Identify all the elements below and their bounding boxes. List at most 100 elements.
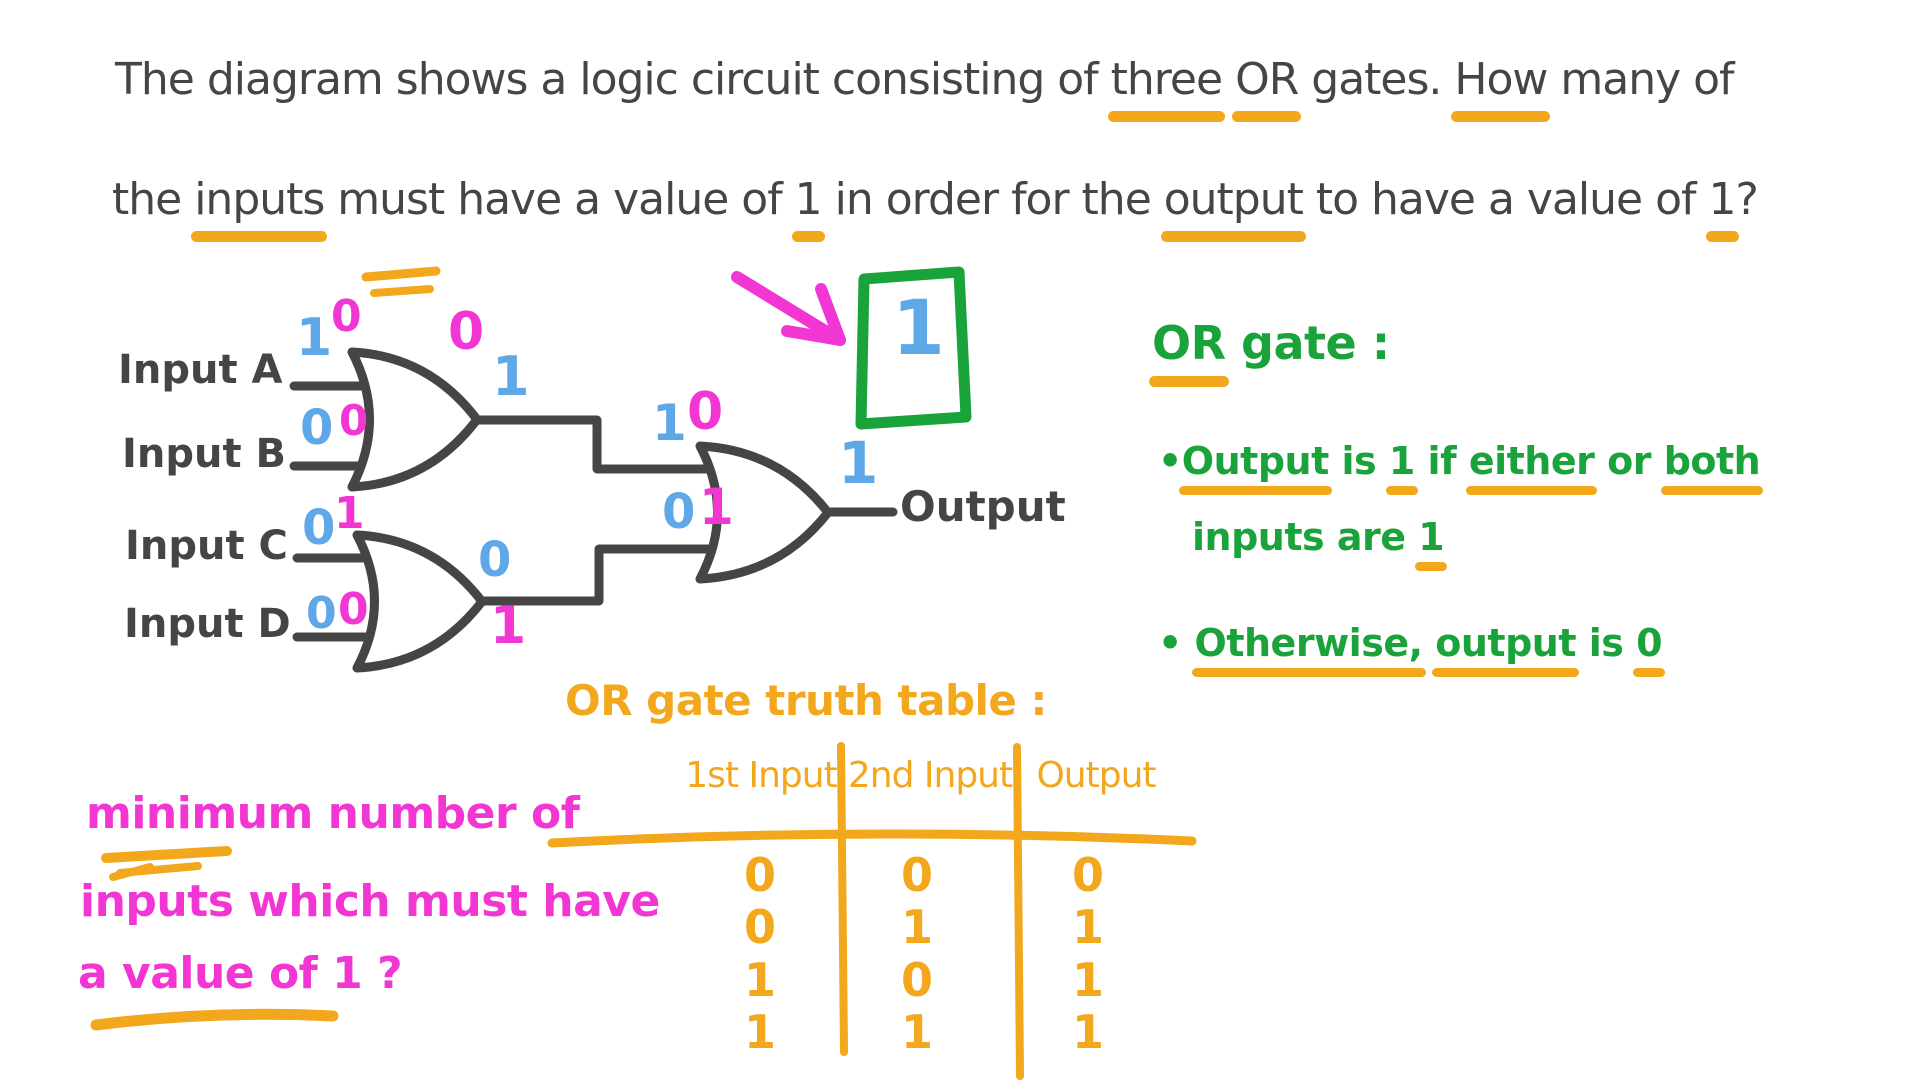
table-divider-2 [1013,743,1024,1080]
underlined-word-otherwise: Otherwise, [1194,621,1424,665]
underlined-word-either: either [1468,439,1595,483]
question-text: must have a value of [324,174,795,225]
question-text: ? [1735,174,1759,225]
question-text: in order for the [821,174,1164,225]
underlined-value-1: 1 [1388,439,1415,483]
bullet-dot: • [1158,439,1182,483]
minimum-scribble-1 [101,846,232,863]
or-gate-note-bullet2: • Otherwise, output is 0 [1158,621,1663,665]
table-cell-r2c3: 1 [1071,900,1105,954]
question-line-2: the inputs must have a value of 1 in ord… [112,178,1759,222]
input-c-new-value: 1 [334,488,365,539]
note-text: inputs are [1192,515,1419,559]
underlined-value-0: 0 [1636,621,1663,665]
gate1-output-new-value: 0 [448,302,485,362]
underlined-word-inputs: inputs [194,174,325,225]
input-b-label: Input B [122,431,287,477]
input-d-new-value: 0 [338,584,369,635]
question-text: many of [1547,54,1734,105]
underlined-word-both: both [1663,439,1761,483]
double-dash-mark-top [361,266,441,282]
wire-gate2-to-gate3 [472,544,719,606]
truth-table-header-output: Output [1036,755,1156,796]
truth-table-header-2nd-input: 2nd Input [847,755,1013,796]
table-cell-r3c2: 0 [900,953,934,1007]
gate3-bottom-input-new-value: 1 [699,478,734,536]
underlined-word-three: three [1110,54,1223,105]
underlined-value-1: 1 [1708,174,1737,225]
question-text: gates. [1298,54,1455,105]
final-output-value: 1 [838,429,879,497]
boxed-output-value: 1 [892,283,945,372]
input-d-value: 0 [306,588,337,639]
min-note-line-3: a value of 1 ? [78,948,403,999]
gate2-output-new-value: 1 [490,596,527,656]
underlined-word-output: Output [1181,439,1329,483]
table-cell-r2c1: 0 [743,900,777,954]
highlight-box [855,266,972,430]
question-text [1222,54,1235,105]
table-cell-r2c2: 1 [900,900,934,954]
or-gate-note-heading: OR gate : [1152,320,1390,366]
input-a-new-value: 0 [331,291,362,342]
bullet-dot: • [1158,621,1182,665]
pink-arrow [731,271,846,346]
table-header-rule [547,829,1197,848]
min-note-line-1: minimum number of [86,788,580,839]
question-text: to have a value of [1302,174,1709,225]
underlined-word-or: OR [1235,54,1299,105]
input-b-value: 0 [300,400,334,456]
question-line-1: The diagram shows a logic circuit consis… [115,58,1735,102]
table-cell-r4c3: 1 [1071,1005,1105,1059]
min-note-underline [90,1008,339,1031]
gate3-top-input-value: 1 [652,394,687,452]
input-d-label: Input D [124,601,291,647]
input-b-new-value: 0 [339,396,369,445]
gate2-output-value: 0 [478,532,512,588]
pink-arrow-barb-left [781,325,846,346]
table-cell-r4c2: 1 [900,1005,934,1059]
input-c-label: Input C [125,523,288,569]
table-cell-r1c2: 0 [900,848,934,902]
underlined-word-or: OR [1152,316,1226,370]
table-divider-1 [837,742,848,1056]
underlined-word-output: output [1163,174,1304,225]
note-text: is [1576,621,1637,665]
table-cell-r3c3: 1 [1071,953,1105,1007]
question-text: the [112,174,195,225]
underlined-word-output: output [1435,621,1577,665]
min-note-line-2: inputs which must have [80,876,660,927]
or-gate-3 [695,441,833,584]
underlined-value-1: 1 [794,174,823,225]
pink-arrow-barb-up [815,283,846,346]
table-cell-r3c1: 1 [743,953,777,1007]
underlined-value-1: 1 [1418,515,1445,559]
gate3-top-input-new-value: 0 [687,382,724,442]
or-gate-note-bullet1-line1: •Output is 1 if either or both [1158,439,1761,483]
gate1-output-value: 1 [492,345,530,408]
table-cell-r1c3: 0 [1071,848,1105,902]
underlined-word-how: How [1454,54,1548,105]
input-a-value: 1 [296,308,333,368]
input-a-label: Input A [118,347,283,393]
truth-table-header-1st-input: 1st Input [685,755,837,796]
minimum-scribble-3 [116,862,202,877]
or-gate-note-bullet1-line2: inputs are 1 [1192,515,1445,559]
gate3-bottom-input-value: 0 [662,484,696,540]
truth-table-title: OR gate truth table : [565,676,1047,725]
or-gate-1 [347,347,482,492]
double-dash-mark-bottom [370,285,434,297]
heading-text: gate : [1225,316,1390,370]
note-text [1423,621,1436,665]
note-text: if [1414,439,1469,483]
table-cell-r1c1: 0 [743,848,777,902]
question-text: The diagram shows a logic circuit consis… [115,54,1111,105]
output-label: Output [900,482,1066,531]
wire-gate1-to-gate3 [467,415,719,474]
note-text: is [1328,439,1389,483]
or-gate-2 [352,530,487,673]
note-text: or [1594,439,1664,483]
input-c-value: 0 [302,500,336,556]
